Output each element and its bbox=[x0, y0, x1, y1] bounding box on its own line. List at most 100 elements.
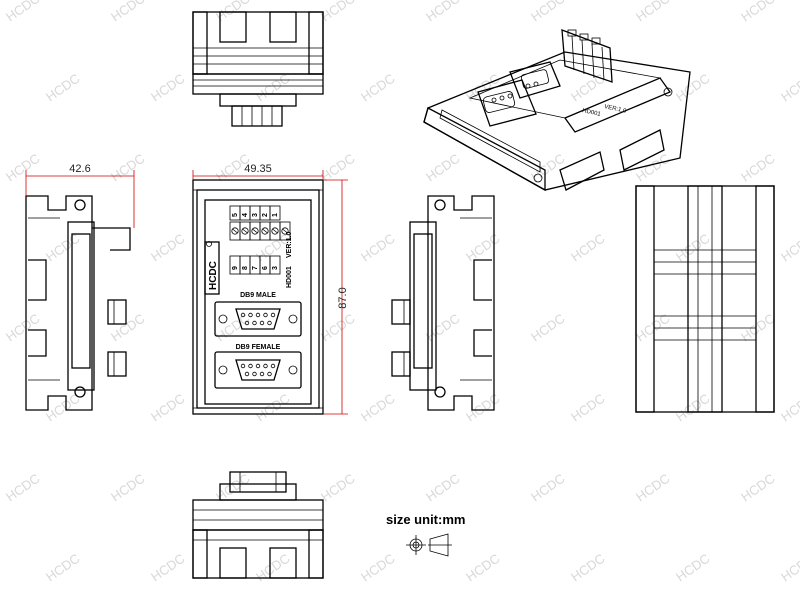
watermark-text: HCDC bbox=[423, 311, 462, 345]
terminal-screw-slot bbox=[282, 228, 288, 234]
iso-version-label: VER:1.0 bbox=[604, 104, 628, 115]
model-label: HD001 bbox=[286, 266, 293, 288]
terminal-bottom-cell bbox=[269, 255, 281, 275]
watermark-text: HCDC bbox=[633, 471, 672, 505]
watermark-text: HCDC bbox=[738, 151, 777, 185]
terminal-top-cell bbox=[269, 205, 281, 221]
version-label: VER:1.0 bbox=[286, 231, 293, 258]
watermark-text: HCDC bbox=[148, 71, 187, 105]
db9-female-pins bbox=[240, 363, 276, 377]
terminal-bottom-number: 9 bbox=[232, 266, 239, 270]
watermark-text: HCDC bbox=[423, 151, 462, 185]
db9-pin bbox=[252, 371, 257, 377]
watermark-text: HCDC bbox=[3, 0, 42, 24]
terminal-top-number: 2 bbox=[262, 213, 269, 217]
watermark-text: HCDC bbox=[778, 391, 800, 425]
watermark-text: HCDC bbox=[358, 551, 397, 585]
watermark-text: HCDC bbox=[43, 551, 82, 585]
watermark-text: HCDC bbox=[358, 391, 397, 425]
watermark-text: HCDC bbox=[43, 71, 82, 105]
db9-pin bbox=[270, 312, 276, 318]
watermark-text: HCDC bbox=[148, 391, 187, 425]
dimension-width-side-label: 42.6 bbox=[69, 163, 90, 175]
terminal-bottom-cell bbox=[239, 255, 251, 275]
watermark-text: HCDC bbox=[318, 311, 357, 345]
db9-pin bbox=[259, 371, 265, 377]
watermark-text: HCDC bbox=[148, 551, 187, 585]
watermark-text: HCDC bbox=[108, 0, 147, 24]
terminal-bottom-number: 6 bbox=[262, 266, 269, 270]
brand-label: HCDC bbox=[208, 261, 219, 290]
watermark-text: HCDC bbox=[3, 471, 42, 505]
watermark-text: HCDC bbox=[568, 551, 607, 585]
db9-female-shell bbox=[235, 359, 281, 381]
db9-pin bbox=[255, 363, 261, 369]
watermark-text: HCDC bbox=[673, 231, 712, 265]
terminal-top-number: 3 bbox=[252, 213, 259, 217]
watermark-text: HCDC bbox=[778, 551, 800, 585]
terminal-bottom-number: 3 bbox=[272, 266, 279, 270]
watermark-text: HCDC bbox=[778, 231, 800, 265]
iso-model-label: HD001 bbox=[582, 108, 602, 118]
dimension-width-front-label: 49.35 bbox=[244, 163, 272, 175]
terminal-bottom-cell bbox=[229, 255, 241, 275]
watermark-text: HCDC bbox=[673, 71, 712, 105]
terminal-screw-slot bbox=[252, 228, 258, 234]
top-view bbox=[192, 11, 324, 127]
dimension-height-front-label: 87.0 bbox=[337, 287, 349, 308]
watermark-text: HCDC bbox=[318, 0, 357, 24]
size-unit-note: size unit:mm bbox=[386, 512, 465, 527]
watermark-text: HCDC bbox=[43, 231, 82, 265]
watermark-text: HCDC bbox=[673, 391, 712, 425]
watermark-text: HCDC bbox=[423, 0, 462, 24]
watermark-text: HCDC bbox=[253, 551, 292, 585]
watermark-text: HCDC bbox=[528, 311, 567, 345]
db9-pin bbox=[244, 320, 250, 326]
watermark-text: HCDC bbox=[673, 551, 712, 585]
brand-box bbox=[204, 241, 220, 295]
watermark-text: HCDC bbox=[148, 231, 187, 265]
watermark-text: HCDC bbox=[318, 471, 357, 505]
terminal-screw-icon bbox=[231, 227, 239, 235]
watermark-text: HCDC bbox=[108, 471, 147, 505]
watermark-text: HCDC bbox=[358, 231, 397, 265]
left-side-view bbox=[25, 195, 131, 411]
db9-female-label: DB9 FEMALE bbox=[236, 344, 281, 351]
db9-pin bbox=[240, 363, 246, 369]
db9-pin bbox=[259, 320, 265, 326]
terminal-top-number: 4 bbox=[242, 213, 249, 217]
watermark-text: HCDC bbox=[738, 471, 777, 505]
dimension-width-front: 49.35 bbox=[192, 163, 324, 180]
terminal-top-number: 1 bbox=[272, 213, 279, 217]
isometric-view: HD001 VER:1.0 bbox=[423, 29, 691, 192]
watermark-text: HCDC bbox=[3, 311, 42, 345]
db9-pin bbox=[252, 320, 257, 326]
watermark-text: HCDC bbox=[528, 0, 567, 24]
terminal-screw-icon bbox=[251, 227, 259, 235]
db9-male-shell bbox=[235, 308, 281, 330]
terminal-screw-icon bbox=[241, 227, 249, 235]
terminal-screw-slot bbox=[232, 228, 238, 234]
watermark-text: HCDC bbox=[568, 391, 607, 425]
bottom-view bbox=[192, 471, 324, 579]
dimension-height-front: 87.0 bbox=[323, 179, 349, 415]
terminal-screw-slot bbox=[262, 228, 268, 234]
watermark-text: HCDC bbox=[358, 71, 397, 105]
db9-pin bbox=[263, 312, 268, 318]
db9-pin bbox=[248, 363, 253, 369]
watermark-text: HCDC bbox=[108, 151, 147, 185]
db9-female-plate bbox=[214, 351, 302, 389]
dimension-width-side: 42.6 bbox=[25, 163, 135, 228]
size-unit-label: size unit:mm bbox=[386, 512, 465, 527]
watermark-text: HCDC bbox=[318, 151, 357, 185]
terminal-screw-icon bbox=[281, 227, 289, 235]
watermark-text: HCDC bbox=[568, 71, 607, 105]
watermark-text: HCDC bbox=[528, 471, 567, 505]
watermark-text: HCDC bbox=[463, 551, 502, 585]
watermark-layer: HCDC HCDC HCDC HCDC HCDC HCDC HCDC HCDC HCDC HCDC… bbox=[3, 0, 800, 584]
projection-symbol-icon bbox=[406, 533, 452, 557]
